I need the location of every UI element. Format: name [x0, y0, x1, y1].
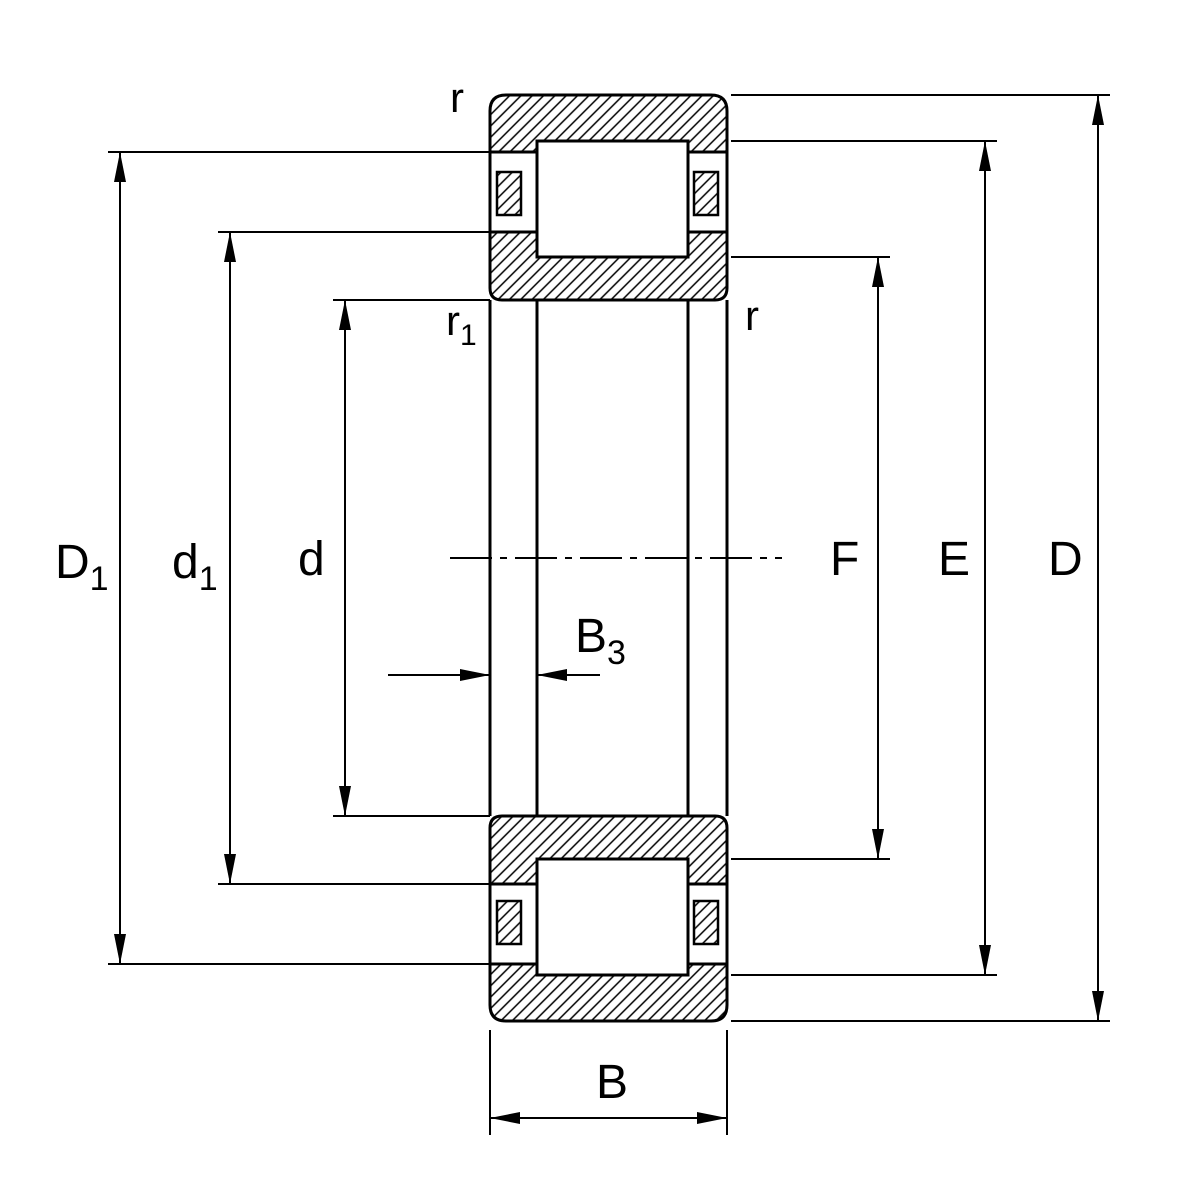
dimension-d1: d1	[172, 231, 490, 885]
arrowhead-down	[224, 854, 236, 884]
dimension-D: D	[731, 94, 1110, 1022]
label-r-right: r	[745, 292, 759, 339]
dim-label-B3-sub: 3	[607, 634, 626, 672]
arrowhead-down	[872, 829, 884, 859]
cage-upper-left	[495, 170, 523, 217]
cage-upper-right	[692, 170, 720, 217]
dim-label-B3: B3	[575, 610, 626, 672]
label-r-top: r	[450, 74, 464, 121]
arrowhead-down	[1092, 991, 1104, 1021]
dimension-B: B	[489, 1030, 728, 1135]
dim-label-D1-sub: 1	[90, 560, 109, 598]
dim-label-d: d	[298, 533, 325, 586]
arrowhead-up	[1092, 95, 1104, 125]
roller-lower	[535, 857, 690, 977]
dim-label-E: E	[938, 533, 970, 586]
dimension-E: E	[731, 140, 997, 976]
radius-labels: r r1 r	[446, 74, 759, 352]
dimension-F: F	[731, 256, 890, 860]
cage-lower-left	[495, 899, 523, 946]
inner-ring-upper	[488, 230, 729, 302]
dimension-B3: B3	[388, 610, 626, 681]
arrowhead-down	[979, 945, 991, 975]
arrowhead-right	[697, 1112, 727, 1124]
arrowhead-right	[460, 669, 490, 681]
dim-label-d1-base: d	[172, 536, 199, 589]
label-r1-base: r	[446, 297, 460, 344]
roller-upper	[535, 139, 690, 259]
arrowhead-up	[979, 141, 991, 171]
dim-label-D1-base: D	[55, 536, 90, 589]
dim-label-D1: D1	[55, 536, 109, 598]
arrowhead-up	[339, 300, 351, 330]
arrowhead-up	[114, 152, 126, 182]
dimension-d: d	[298, 299, 490, 817]
dim-label-B3-base: B	[575, 610, 607, 663]
arrowhead-up	[872, 257, 884, 287]
bearing-section-lower	[488, 814, 729, 1023]
label-r1: r1	[446, 297, 477, 352]
outer-ring-upper	[488, 93, 729, 154]
outer-ring-lower	[488, 962, 729, 1023]
arrowhead-left	[490, 1112, 520, 1124]
arrowhead-up	[224, 232, 236, 262]
arrowhead-left	[537, 669, 567, 681]
label-r1-sub: 1	[460, 319, 477, 352]
dim-label-d1: d1	[172, 536, 218, 598]
bearing-section-upper	[488, 93, 729, 302]
dim-label-B: B	[596, 1056, 628, 1109]
dim-label-d1-sub: 1	[199, 560, 218, 598]
dim-label-D: D	[1048, 533, 1083, 586]
arrowhead-down	[339, 786, 351, 816]
cage-lower-right	[692, 899, 720, 946]
arrowhead-down	[114, 934, 126, 964]
dimension-D1: D1	[55, 151, 490, 965]
dim-label-F: F	[830, 533, 859, 586]
